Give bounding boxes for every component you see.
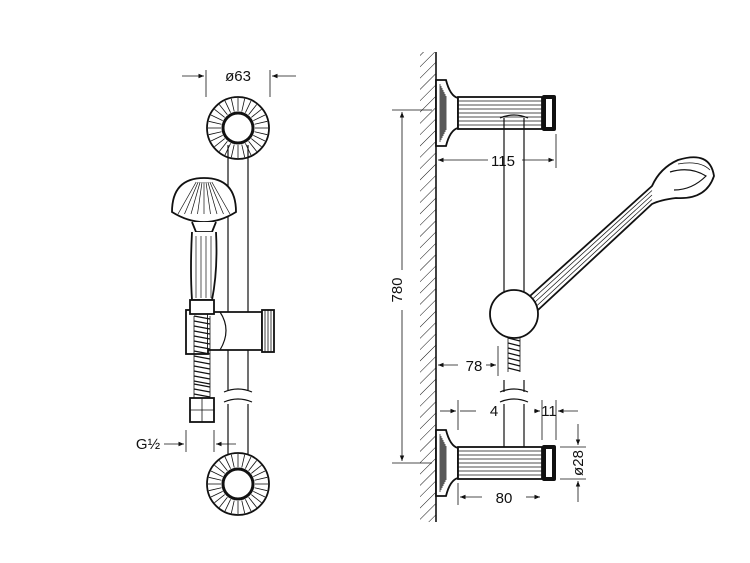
- rail-length-label: 780: [389, 277, 406, 302]
- thread-label: G½: [136, 436, 161, 453]
- hose-front: [193, 315, 211, 385]
- bottom-rosette: [206, 452, 270, 516]
- side-view: 780 115 78 4 11 ø28 80: [389, 52, 715, 522]
- front-view: ø63 G½: [136, 68, 296, 516]
- tube-diameter-label: ø28: [570, 450, 587, 476]
- wall: [420, 52, 437, 522]
- hose-nut: [189, 383, 215, 423]
- top-bracket: [435, 79, 556, 147]
- hand-shower-front: [171, 177, 237, 315]
- top-rosette: [206, 96, 270, 160]
- bracket-length-label: 80: [496, 490, 513, 507]
- offset-right-label: 11: [541, 403, 557, 420]
- bottom-bracket: [435, 429, 556, 497]
- wall-projection-label: 115: [491, 153, 515, 170]
- hose-side: [507, 337, 521, 372]
- holder-projection-label: 78: [466, 358, 483, 375]
- rail-tube-side: [499, 114, 529, 447]
- ball-joint: [489, 289, 539, 339]
- rosette-diameter-label: ø63: [225, 68, 251, 85]
- offset-left-label: 4: [490, 403, 498, 420]
- hand-shower-side: [528, 156, 715, 312]
